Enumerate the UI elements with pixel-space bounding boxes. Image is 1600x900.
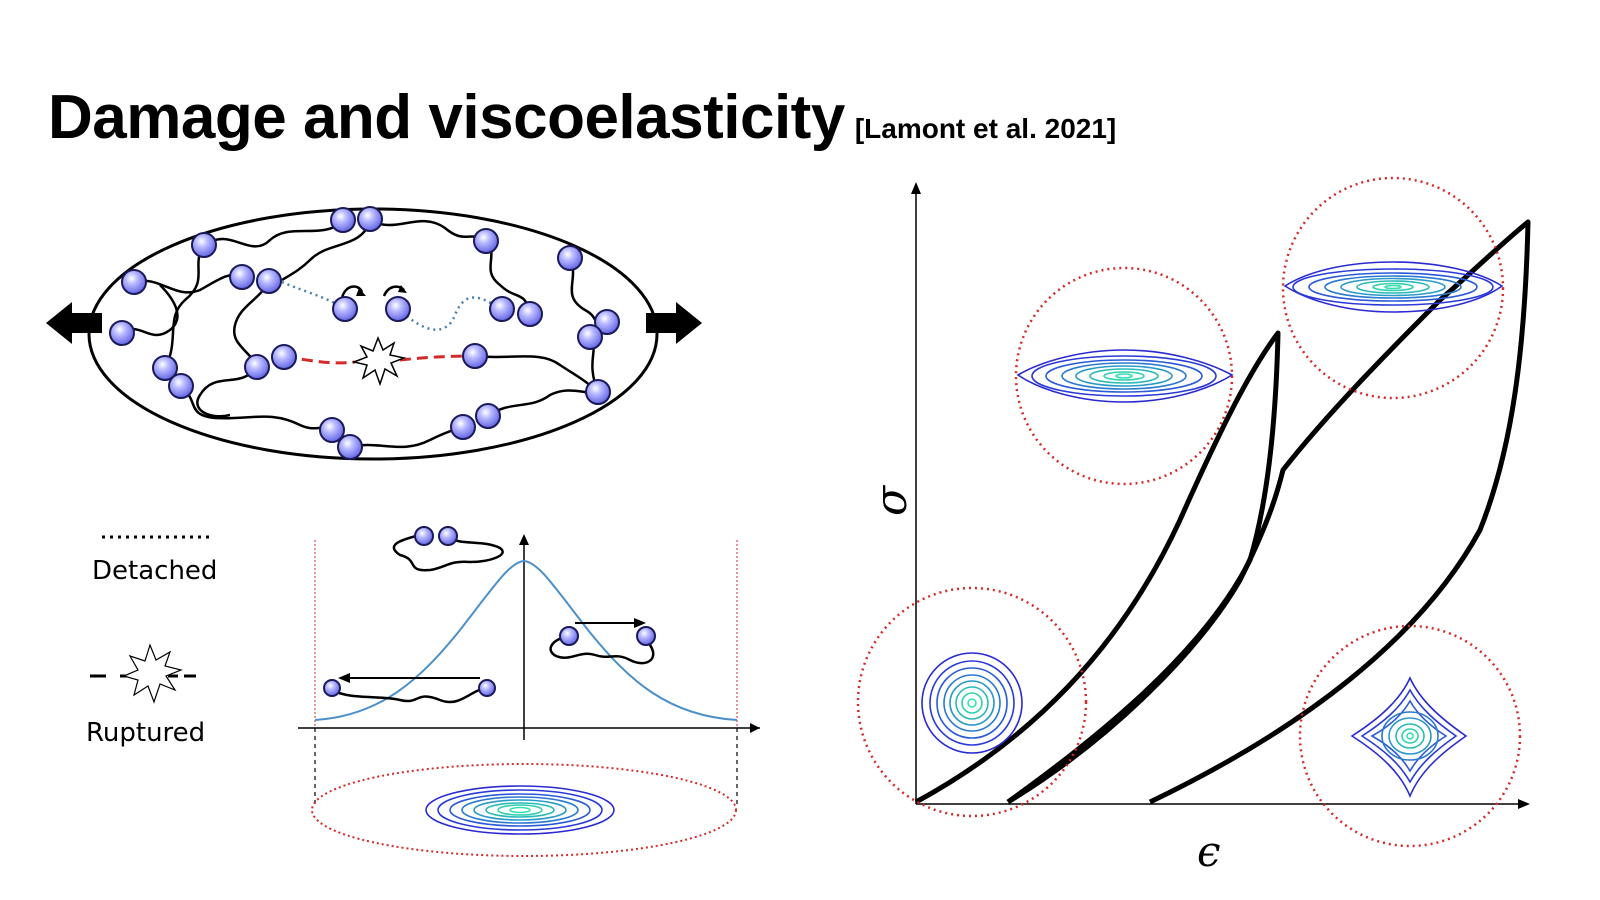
legend xyxy=(90,535,212,704)
first-cycle-curve xyxy=(914,330,1281,805)
inset-first-peak-circle xyxy=(1014,266,1234,486)
right-stretch-arrow-icon xyxy=(646,302,702,344)
isotropic-contours xyxy=(921,652,1023,754)
unloaded-contours xyxy=(1350,676,1468,799)
chain-distribution-plot xyxy=(298,526,760,857)
chain-sketches xyxy=(331,533,655,704)
rupture-burst-icon xyxy=(351,335,407,387)
slide-title: Damage and viscoelasticity [Lamont et al.… xyxy=(48,82,1116,153)
stretched-contours xyxy=(425,785,615,835)
crosslink-beads xyxy=(109,206,620,460)
second-peak-contours xyxy=(1283,261,1504,313)
left-stretch-arrow-icon xyxy=(46,302,102,344)
stress-strain-plot: ϵ σ xyxy=(856,176,1531,876)
distribution-beads xyxy=(323,526,656,697)
citation: [Lamont et al. 2021] xyxy=(854,113,1117,144)
legend-rupture-icon xyxy=(122,643,183,704)
inset-initial-circle xyxy=(856,586,1088,818)
stretched-distribution-ellipse xyxy=(311,763,737,857)
rotation-arrows-icon xyxy=(340,285,405,299)
state-insets xyxy=(856,176,1522,848)
distribution-curve xyxy=(314,559,738,721)
legend-detached-label: Detached xyxy=(92,556,218,586)
stress-axis-label: σ xyxy=(866,484,917,516)
legend-ruptured-label: Ruptured xyxy=(86,718,206,748)
hysteresis-curves xyxy=(914,219,1531,805)
title-text: Damage and viscoelasticity xyxy=(48,83,845,152)
strain-axis-label: ϵ xyxy=(1197,827,1221,876)
polymer-network-diagram xyxy=(46,206,702,461)
inset-unloaded-circle xyxy=(1298,624,1522,848)
first-peak-contours xyxy=(1016,349,1234,403)
inset-second-peak-circle xyxy=(1281,176,1505,400)
second-cycle-curve xyxy=(1006,219,1531,805)
